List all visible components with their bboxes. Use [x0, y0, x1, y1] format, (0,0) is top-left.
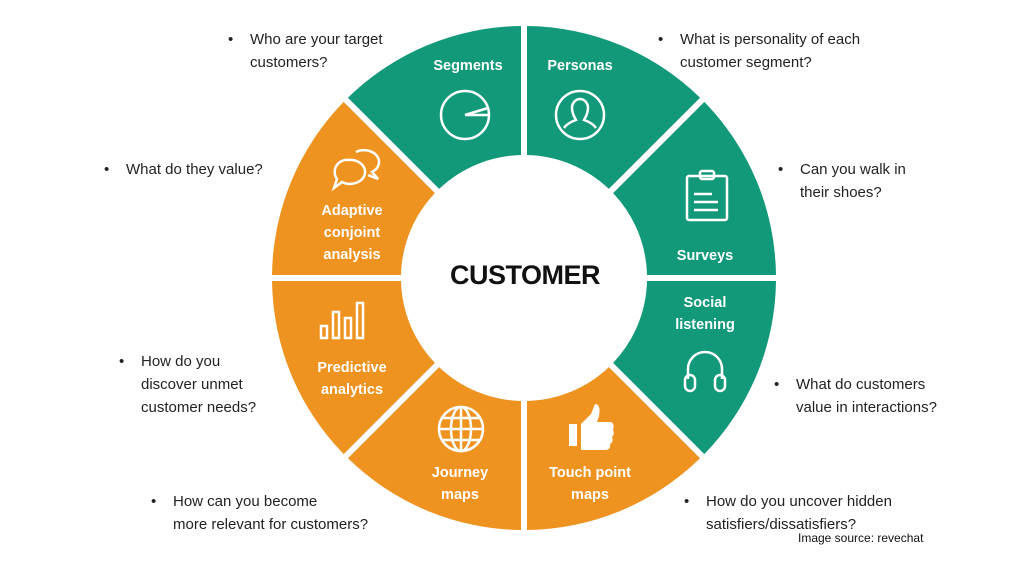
- wheel-segment-personas: [613, 101, 776, 275]
- question-surveys: Can you walk in their shoes?: [778, 158, 906, 204]
- pie-chart-icon: [439, 89, 491, 141]
- person-icon: [554, 89, 606, 141]
- question-personas: What is personality of each customer seg…: [658, 28, 860, 74]
- segment-label-journey-maps: Journey maps: [431, 465, 489, 503]
- wheel-segment-segments: [527, 26, 701, 189]
- question-segments: Who are your target customers?: [228, 28, 383, 74]
- headphones-icon: [683, 350, 727, 393]
- segment-label-segments: Segments: [433, 58, 503, 74]
- wheel-segment-predictive-analytics: [272, 101, 435, 275]
- segment-label-adaptive-conjoint-analysis: Adaptive conjoint analysis: [321, 203, 383, 263]
- question-adaptive-conjoint: What do they value?: [104, 158, 263, 181]
- segment-label-touch-point-maps: Touch point maps: [549, 465, 631, 503]
- image-source-caption: Image source: revechat: [798, 531, 924, 545]
- question-touch-point-maps: How do you uncover hidden satisfiers/dis…: [684, 490, 892, 536]
- wheel-segment-touch-point-maps: [347, 367, 521, 530]
- segment-label-personas: Personas: [547, 58, 613, 74]
- thumbs-up-icon: [569, 404, 614, 450]
- segment-label-social-listening: Social listening: [675, 295, 735, 333]
- segment-label-surveys: Surveys: [676, 248, 734, 264]
- wheel-segment-journey-maps: [272, 281, 435, 455]
- question-social-listening: What do customers value in interactions?: [774, 373, 937, 419]
- wheel-segment-adaptive-conjoint-analysis: [347, 26, 521, 189]
- segment-label-predictive-analytics: Predictive analytics: [317, 360, 387, 398]
- globe-icon: [437, 405, 485, 453]
- center-label: CUSTOMER: [449, 260, 601, 290]
- bar-chart-icon: [319, 301, 365, 340]
- clipboard-icon: [685, 169, 729, 222]
- chat-bubbles-icon: [331, 148, 381, 192]
- question-journey-maps: How can you become more relevant for cus…: [151, 490, 368, 536]
- question-predictive-analytics: How do you discover unmet customer needs…: [119, 350, 256, 419]
- wheel-segment-surveys: [613, 281, 776, 455]
- wheel-segment-social-listening: [527, 367, 701, 530]
